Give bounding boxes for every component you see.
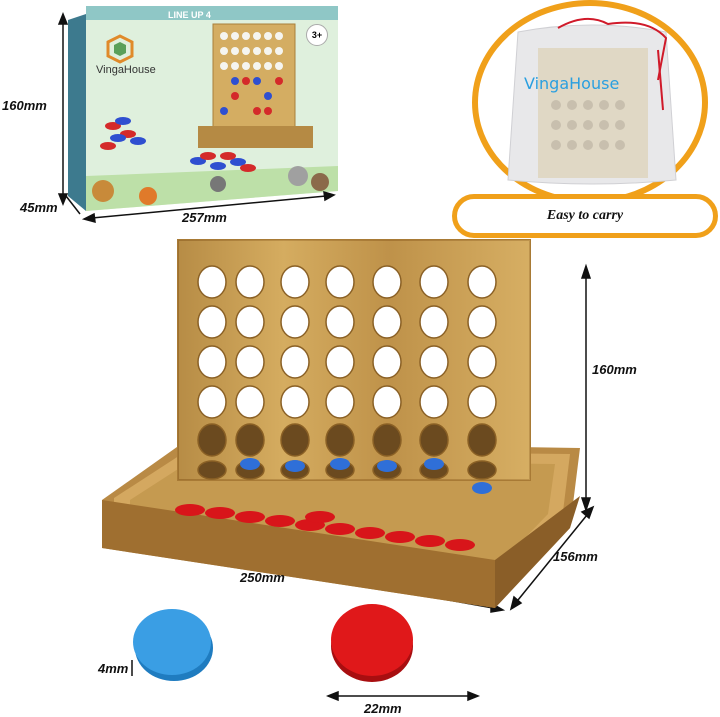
easy-to-carry-text: Easy to carry (546, 208, 624, 223)
disc-diameter-label: 22mm (364, 701, 402, 716)
box-brand-text: VingaHouse (96, 64, 156, 76)
red-disc (330, 600, 414, 686)
box-product-name: LINE UP 4 (168, 10, 211, 20)
board-depth-label: 156mm (553, 549, 598, 564)
age-badge: 3+ (306, 24, 328, 46)
bag-brand-text: VingaHouse (524, 74, 620, 93)
connect-four-board (100, 238, 590, 610)
blue-disc (132, 604, 214, 684)
box-depth-label: 45mm (20, 200, 58, 215)
easy-to-carry-caption: Easy to carry (452, 194, 718, 238)
box-width-label: 257mm (182, 210, 227, 225)
product-box: VingaHouse LINE UP 4 3+ (68, 6, 338, 211)
drawstring-bag: VingaHouse (498, 10, 686, 188)
disc-thickness-label: 4mm (98, 661, 129, 676)
board-height-label: 160mm (592, 362, 637, 377)
box-height-label: 160mm (2, 98, 47, 113)
board-width-label: 250mm (240, 570, 285, 585)
